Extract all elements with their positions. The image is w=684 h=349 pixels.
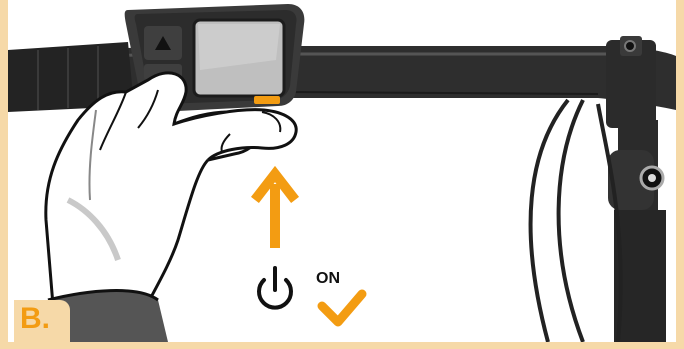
cables (531, 100, 621, 342)
checkmark-icon (322, 294, 362, 322)
power-icon (259, 268, 291, 308)
hand (38, 73, 296, 342)
step-label-box: B. (14, 300, 70, 342)
power-button[interactable] (254, 96, 280, 104)
handlebar-illustration (8, 0, 676, 342)
illustration-panel: ON (8, 0, 676, 342)
on-label: ON (316, 270, 340, 288)
step-label: B. (20, 302, 50, 336)
arrow-up-icon (258, 174, 292, 248)
